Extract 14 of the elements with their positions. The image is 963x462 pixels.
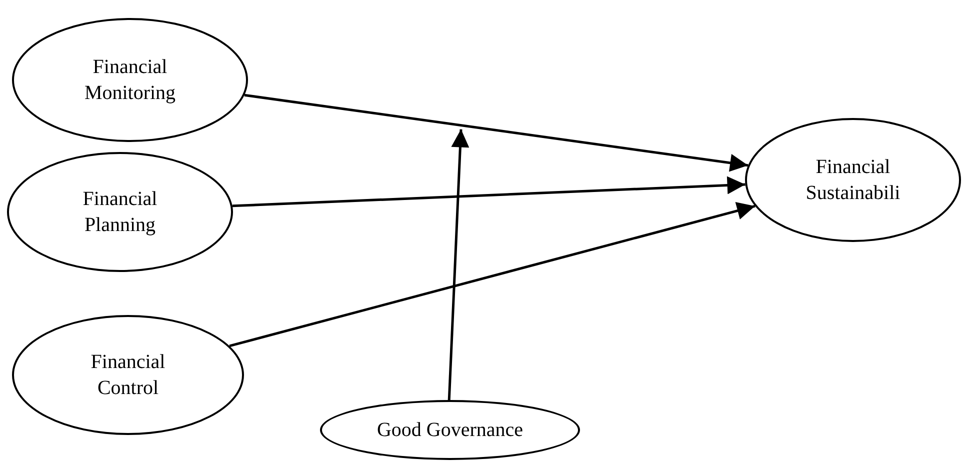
node-label: Financial Control bbox=[90, 350, 166, 401]
ellipse-node bbox=[12, 315, 244, 435]
arrow bbox=[448, 129, 470, 400]
node-label: Good Governance bbox=[376, 418, 524, 443]
ellipse-node bbox=[745, 118, 961, 242]
arrow bbox=[229, 202, 756, 348]
node-label: Financial Planning bbox=[82, 187, 158, 238]
node-label: Financial Monitoring bbox=[83, 55, 177, 106]
arrow bbox=[244, 94, 748, 172]
ellipse-node bbox=[7, 152, 233, 272]
ellipse-node bbox=[12, 18, 248, 142]
node-label: Financial Sustainabili bbox=[804, 155, 902, 206]
arrow bbox=[232, 176, 746, 208]
ellipse-node bbox=[320, 400, 580, 460]
